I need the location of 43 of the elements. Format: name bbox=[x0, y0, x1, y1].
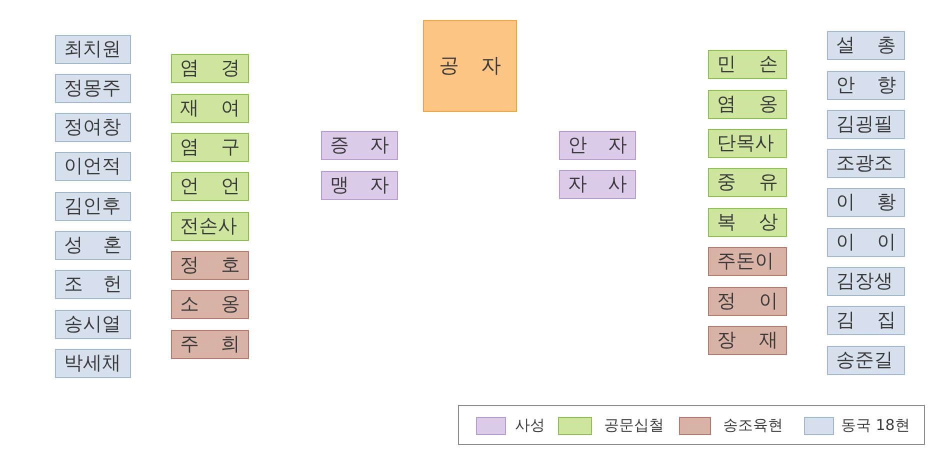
name-box: 증 자 bbox=[321, 131, 398, 160]
name-box: 재 여 bbox=[171, 94, 249, 123]
name-box: 주돈이 bbox=[708, 247, 787, 276]
name-box: 김장생 bbox=[827, 267, 905, 296]
legend-label: 공문십철 bbox=[604, 415, 664, 435]
name-box: 정 이 bbox=[708, 287, 787, 316]
name-box: 이언적 bbox=[55, 152, 131, 181]
name-box: 중 유 bbox=[708, 168, 787, 197]
name-box: 이 황 bbox=[827, 188, 905, 217]
name-box: 안 자 bbox=[559, 131, 636, 160]
name-box: 조광조 bbox=[827, 149, 905, 178]
name-box: 조 헌 bbox=[55, 270, 131, 299]
name-box: 정몽주 bbox=[55, 74, 131, 103]
name-box: 자 사 bbox=[559, 170, 636, 199]
name-box: 언 언 bbox=[171, 172, 249, 201]
name-box: 박세채 bbox=[55, 349, 131, 378]
name-box: 송준길 bbox=[827, 346, 905, 375]
name-box: 안 향 bbox=[827, 71, 905, 100]
name-box: 김굉필 bbox=[827, 110, 905, 139]
name-box: 이 이 bbox=[827, 228, 905, 257]
legend-label: 동국 18현 bbox=[841, 415, 910, 435]
name-box: 김 집 bbox=[827, 306, 905, 335]
name-box: 김인후 bbox=[55, 192, 131, 221]
name-box: 주 희 bbox=[171, 330, 249, 359]
name-box: 설 총 bbox=[827, 31, 905, 60]
name-box: 소 옹 bbox=[171, 290, 249, 319]
name-box: 염 경 bbox=[171, 54, 249, 83]
name-box: 송시열 bbox=[55, 310, 131, 339]
name-box: 성 혼 bbox=[55, 231, 131, 260]
name-box: 염 구 bbox=[171, 133, 249, 162]
central-name-box: 공 자 bbox=[423, 20, 517, 112]
legend-label: 사성 bbox=[515, 415, 545, 435]
name-box: 전손사 bbox=[171, 212, 249, 241]
name-box: 장 재 bbox=[708, 326, 787, 355]
name-box: 염 옹 bbox=[708, 90, 787, 119]
legend-label: 송조육현 bbox=[723, 415, 783, 435]
name-box: 정 호 bbox=[171, 251, 249, 280]
name-box: 복 상 bbox=[708, 208, 787, 237]
name-box: 최치원 bbox=[55, 35, 131, 64]
name-box: 정여창 bbox=[55, 113, 131, 142]
name-box: 단목사 bbox=[708, 129, 787, 158]
name-box: 맹 자 bbox=[321, 171, 398, 200]
name-box: 민 손 bbox=[708, 50, 787, 79]
